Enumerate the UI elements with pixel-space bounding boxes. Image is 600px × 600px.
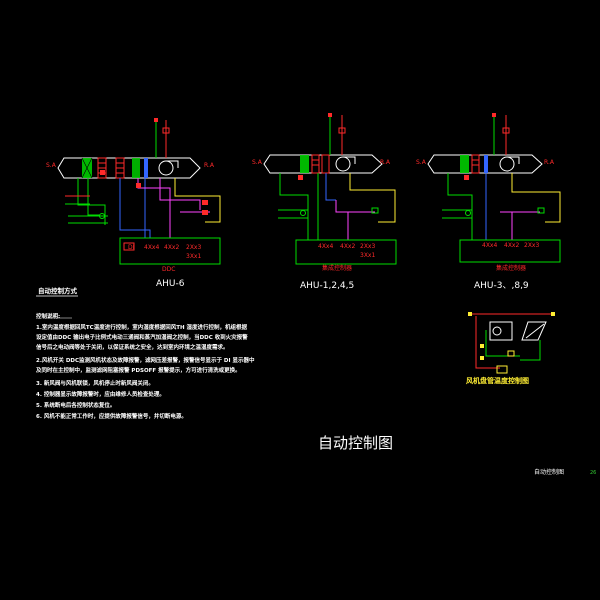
fcu-caption: 风机盘管温度控制图	[466, 377, 529, 385]
ahu-389-side-label-ra: R.A	[544, 159, 554, 166]
note-line-9: 6. 风机不能正常工作时，应提供故障报警信号，并切断电源。	[36, 414, 187, 420]
ahu-389-controller-panel	[459, 239, 561, 263]
title-block-sheet-no: 26	[590, 470, 597, 476]
ahu-6-caption: AHU-6	[156, 279, 185, 289]
note-line-2: 设定值由DDC 输出电子比例式电动三通阀和蒸汽加湿阀之控制，当DDC 收到火灾报…	[36, 335, 248, 341]
ahu-1245-panel-cell-3: 2Xx3	[360, 243, 376, 250]
ahu-6-panel-cell-5: 3Xx1	[186, 253, 202, 260]
ahu-6-panel-cell-4: 2Xx3	[186, 244, 202, 251]
control-method-heading: 自动控制方式	[38, 287, 77, 295]
ahu-1245-side-label-sa: S.A	[252, 159, 262, 166]
note-line-5: 及同时在主控制中，监测滤网阻塞报警 PDSOFF 报警提示，方可进行清洗或更换。	[36, 368, 241, 374]
ahu-389-side-label-sa: S.A	[416, 159, 426, 166]
ahu-389-schematic	[427, 113, 561, 263]
ahu-1245-schematic	[263, 113, 397, 265]
ahu-6-panel-label: DDC	[162, 266, 176, 273]
ahu-6-side-label-sa: S.A	[46, 162, 56, 169]
control-notes: 控制说明: 1.室内温度根据回风TC温度进行控制，室内湿度根据回风TH 湿度进行…	[36, 312, 366, 420]
ahu-1245-duct	[263, 154, 383, 174]
ahu-389-duct	[427, 154, 543, 174]
note-line-7: 4. 控制器显示故障报警时，应由维修人员检查处理。	[36, 392, 165, 398]
note-line-6: 3. 新风阀与风机联锁，风机停止时新风阀关闭。	[36, 381, 154, 387]
note-line-4: 2.风机开关 DDC监测风机状态及故障报警，滤网压差报警，报警信号显示于 DI …	[36, 358, 255, 364]
ahu-1245-panel-cell-4: 3Xx1	[360, 252, 376, 259]
fcu-thermostat	[496, 365, 508, 374]
ahu-6-side-label-ra: R.A	[204, 162, 214, 169]
ahu-6-schematic	[57, 118, 221, 265]
notes-heading: 控制说明:	[36, 314, 61, 320]
ahu-6-panel-cell-2: 4Xx4	[144, 244, 160, 251]
ahu-1245-caption: AHU-1,2,4,5	[300, 281, 355, 291]
note-line-8: 5. 系统断电后各控制状态复位。	[36, 403, 116, 409]
ahu-1245-side-label-ra: R.A	[380, 159, 390, 166]
ahu-1245-panel-cell-2: 4Xx2	[340, 243, 356, 250]
ahu-389-panel-cell-2: 4Xx2	[504, 242, 520, 249]
main-title: 自动控制图	[318, 434, 394, 452]
ahu-389-panel-cell-3: 2Xx3	[524, 242, 540, 249]
ahu-389-caption: AHU-3、,8,9	[474, 281, 529, 291]
ahu-1245-controller-panel	[295, 239, 397, 265]
ahu-6-ddc-panel	[119, 237, 221, 265]
ahu-1245-panel-label: 集成控制器	[322, 265, 353, 272]
title-block-drawing-name: 自动控制图	[534, 469, 565, 476]
ahu-389-panel-cell-1: 4Xx4	[482, 242, 498, 249]
ahu-6-panel-cell-1: DI	[128, 244, 135, 251]
ahu-389-panel-label: 集成控制器	[496, 265, 527, 272]
note-line-1: 1.室内温度根据回风TC温度进行控制，室内湿度根据回风TH 湿度进行控制，机组根…	[36, 325, 247, 331]
fcu-control-diagram	[468, 312, 555, 374]
ahu-1245-panel-cell-1: 4Xx4	[318, 243, 334, 250]
ahu-6-panel-cell-3: 4Xx2	[164, 244, 180, 251]
ahu-6-duct	[57, 157, 201, 179]
note-line-3: 信号后之电动阀等处于关闭，以保证系统之安全，达到室内环境之温湿度需求。	[36, 345, 229, 351]
